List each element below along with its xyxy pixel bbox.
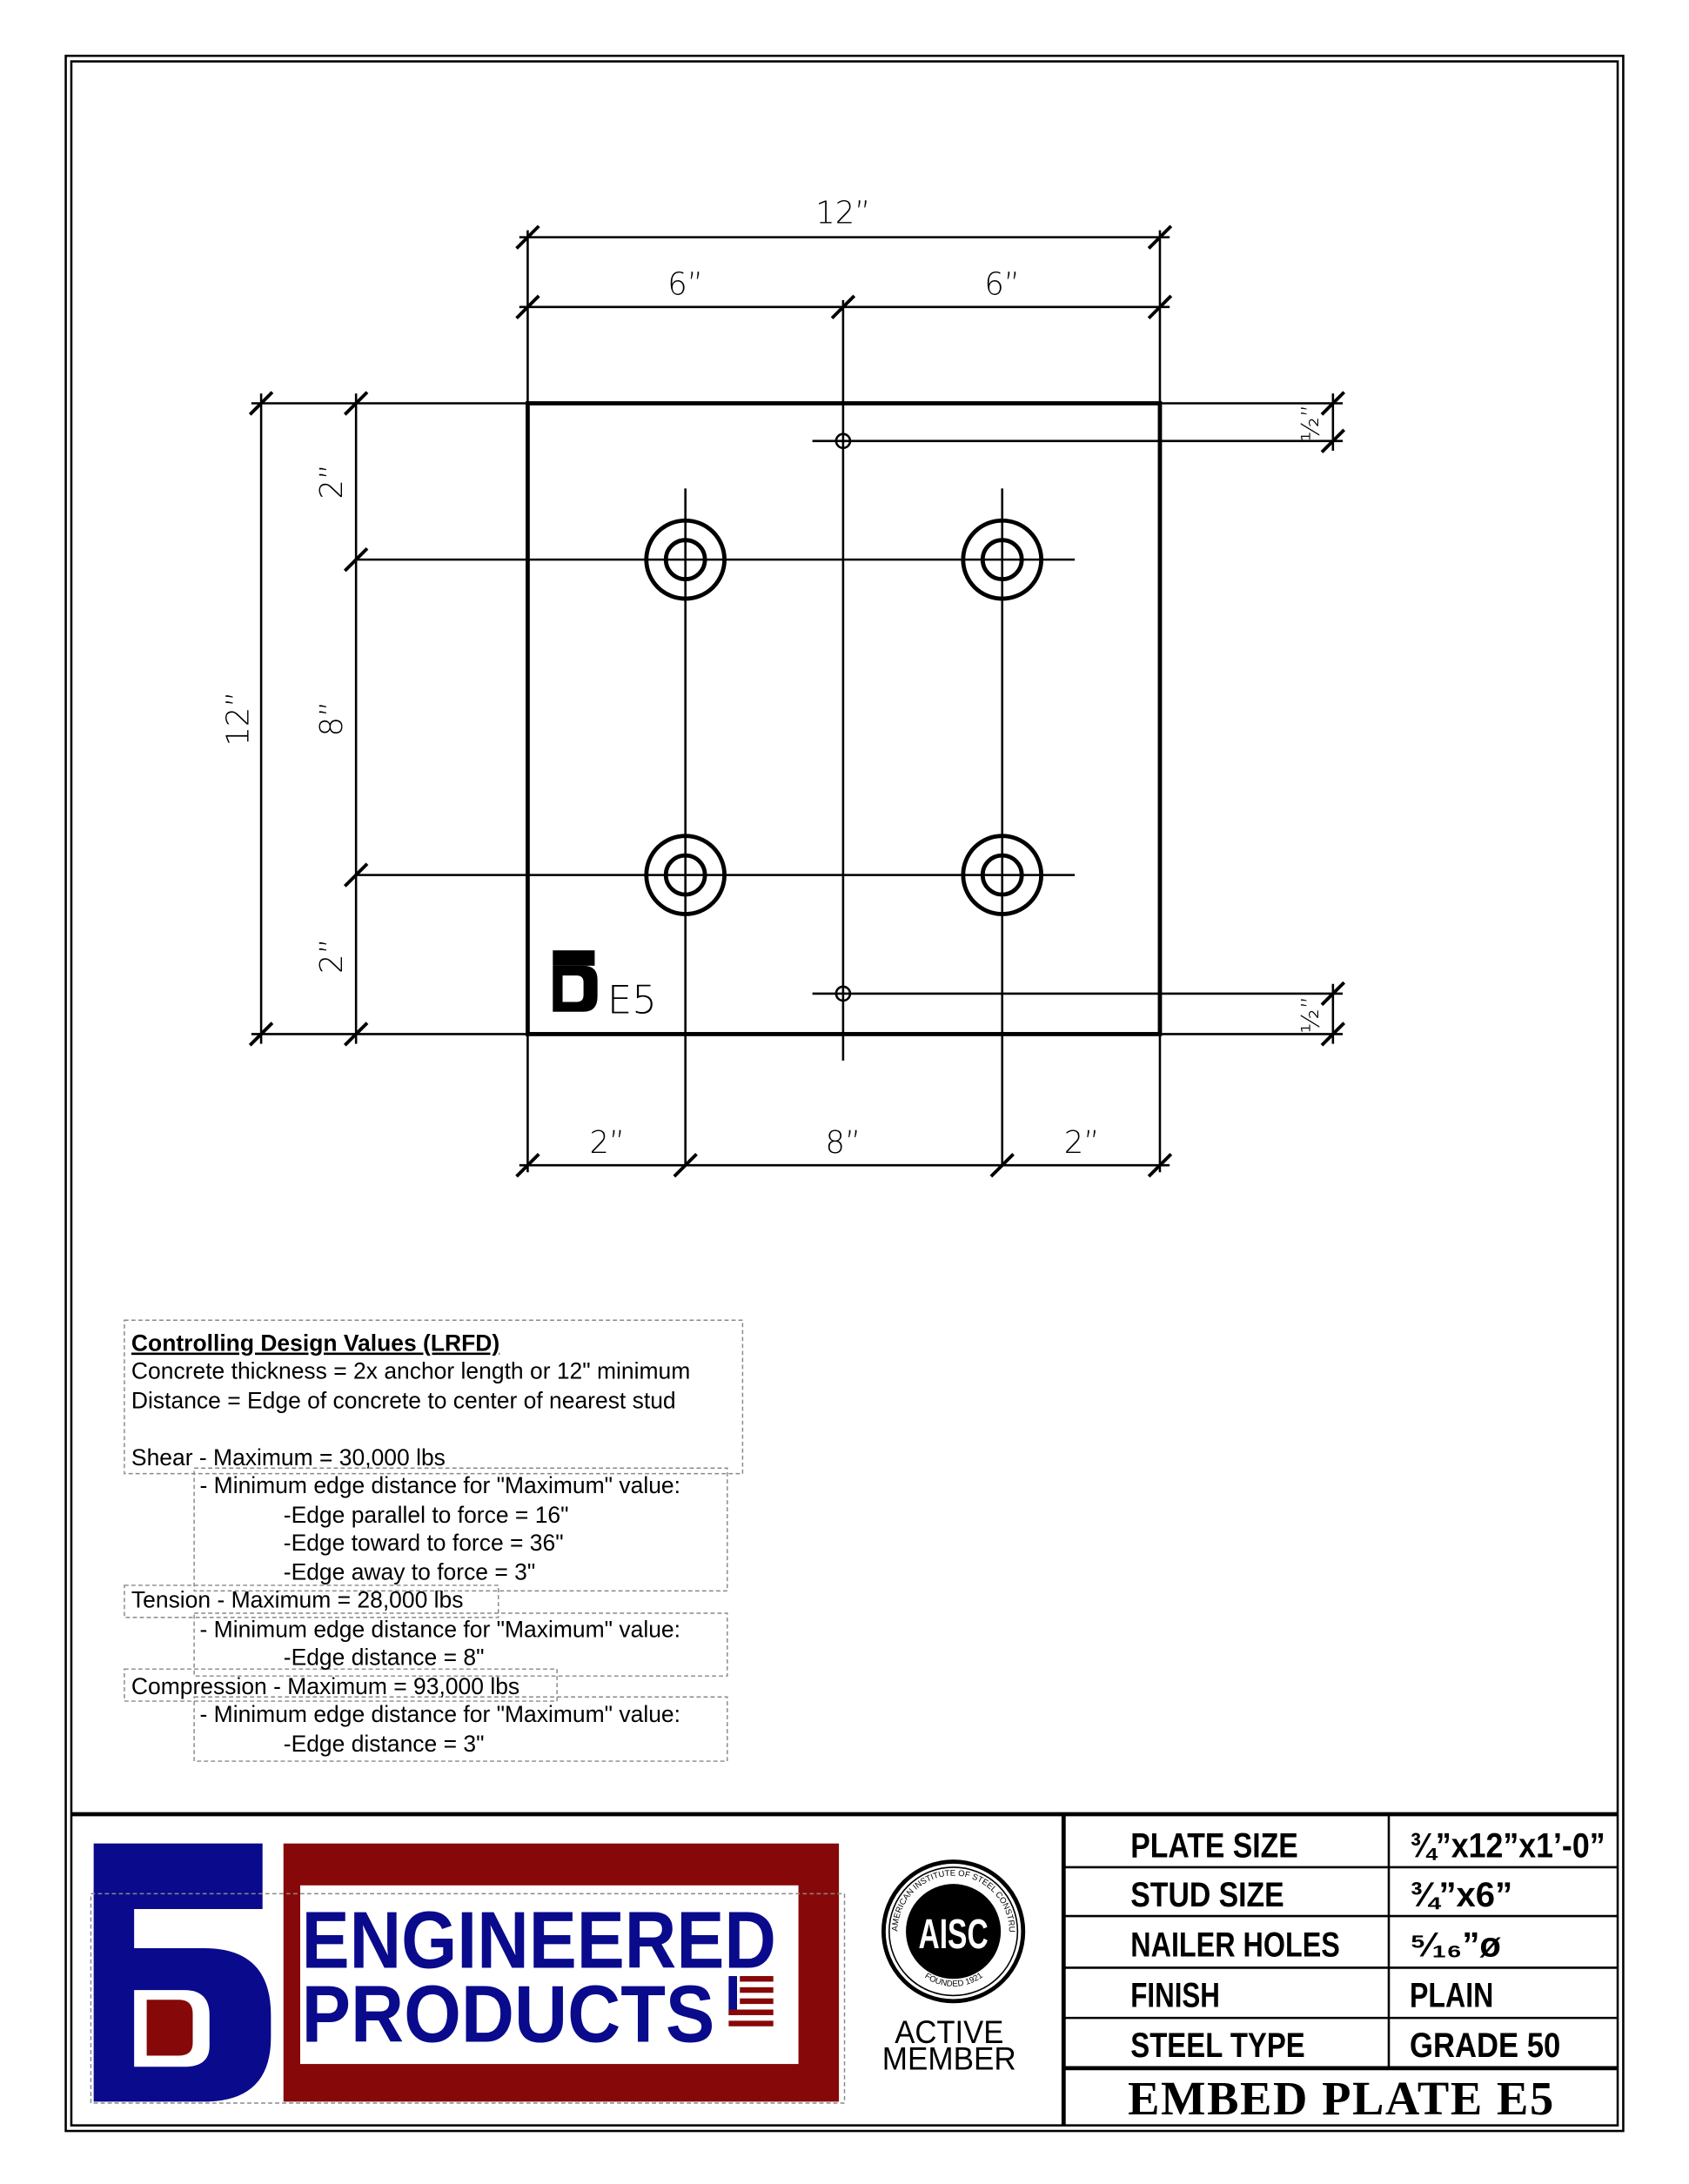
aisc-center: AISC [919,1911,989,1958]
notes-line: - Minimum edge distance for "Maximum" va… [200,1472,680,1498]
dimension-tick [830,294,856,320]
compression-max: Compression - Maximum = 93,000 lbs [131,1673,519,1699]
table-row: PLATE SIZE ¾”x12”x1’-0” [1130,1827,1605,1866]
outer-border [64,54,1625,2133]
shear-max: Shear - Maximum = 30,000 lbs [131,1444,446,1471]
notes-line: -Edge distance = 8" [284,1644,485,1670]
nailer-hole [834,985,852,1002]
dimension-tick [343,546,369,573]
dim-edge-top: 2” [314,464,350,499]
row-label: STEEL TYPE [1130,2027,1304,2065]
stud [961,518,1044,601]
dimension-tick [343,391,369,416]
stud [644,834,727,916]
company-logo: ENGINEERED PRODUCTS [90,1843,846,2104]
table-row: FINISH PLAIN [1130,1976,1493,2014]
notes-line: Concrete thickness = 2x anchor length or… [131,1358,690,1384]
dimension-tick [1320,428,1346,454]
dimension-tick [248,391,274,416]
plate-label: E5 [607,976,657,1022]
dim-edge-bottom: 2” [314,938,350,974]
aisc-active: ACTIVE [895,2014,1003,2050]
dimension-tick [515,224,540,250]
row-label: STUD SIZE [1130,1876,1284,1914]
dimension-tick [1147,294,1173,320]
dimension-tick [1320,981,1346,1007]
table-row: STUD SIZE ¾”x6” [1130,1876,1512,1914]
5d-mark-icon [553,950,598,1012]
flag-icon [728,1976,774,2027]
dimension-tick [515,294,540,320]
nailer-hole [834,432,852,450]
table-row: STEEL TYPE GRADE 50 [1130,2027,1560,2065]
dim-edge-left: 2” [589,1125,625,1161]
stud [644,518,727,601]
logo-line1: ENGINEERED [302,1894,776,1985]
dimension-tick [343,862,369,888]
dimension-tick [673,1153,698,1178]
notes-line: Distance = Edge of concrete to center of… [131,1387,676,1413]
inner-border [70,60,1619,2127]
dimension-tick [989,1153,1015,1178]
notes-line: -Edge toward to force = 36" [284,1530,564,1556]
notes-line: -Edge away to force = 3" [284,1559,536,1585]
aisc-ring-text: AMERICAN INSTITUTE OF STEEL CONSTRUCTION… [0,0,1016,1933]
dim-stud-spacing-vertical: 8” [314,701,350,737]
row-value: GRADE 50 [1410,2027,1560,2065]
row-value: ⁵⁄₁₆”ø [1410,1926,1501,1965]
aisc-seal: AMERICAN INSTITUTE OF STEEL CONSTRUCTION… [0,0,1026,2076]
dimension-tick [1147,224,1173,250]
dim-overall-width: 12” [815,196,870,231]
notes-line: - Minimum edge distance for "Maximum" va… [200,1616,680,1642]
row-label: PLATE SIZE [1130,1827,1297,1866]
dim-nailer-offset-top: ½” [1296,404,1325,441]
dim-stud-spacing-horizontal: 8” [826,1125,861,1161]
notes-line: - Minimum edge distance for "Maximum" va… [200,1701,680,1727]
row-value: PLAIN [1410,1976,1493,2014]
dim-nailer-offset-bottom: ½” [1296,996,1325,1034]
notes-line: -Edge distance = 3" [284,1731,485,1757]
table-row: NAILER HOLES ⁵⁄₁₆”ø [1130,1926,1501,1965]
title-block: PLATE SIZE ¾”x12”x1’-0” STUD SIZE ¾”x6” … [1061,1813,1619,2126]
dimension-tick [1147,1153,1173,1178]
drawing-title: EMBED PLATE E5 [1128,2072,1553,2125]
tension-max: Tension - Maximum = 28,000 lbs [131,1587,464,1613]
row-value: ¾”x6” [1410,1876,1512,1914]
dim-half-right: 6” [984,266,1020,302]
row-label: FINISH [1130,1976,1220,2014]
dimension-tick [248,1022,274,1047]
notes-title: Controlling Design Values (LRFD) [131,1330,499,1357]
aisc-member: MEMBER [882,2040,1016,2076]
dim-overall-height: 12” [221,691,257,746]
row-value: ¾”x12”x1’-0” [1410,1827,1605,1866]
dimension-ticks [248,224,1346,1178]
dimension-tick [1320,1022,1346,1047]
logo-line2: PRODUCTS [302,1968,715,2059]
embed-plate-drawing: 12” 6” 6” 2” 8” 2” 12” 2” 8” 2” ½” ½” E5 [221,196,1346,1178]
row-label: NAILER HOLES [1130,1926,1340,1965]
stud [961,834,1044,916]
dimension-tick [515,1153,540,1178]
dimension-tick [343,1022,369,1047]
design-notes: Controlling Design Values (LRFD) Concret… [124,1319,744,1762]
dimension-tick [1320,391,1346,416]
dim-edge-right: 2” [1064,1125,1100,1161]
notes-line: -Edge parallel to force = 16" [284,1502,569,1528]
dim-half-left: 6” [667,266,703,302]
